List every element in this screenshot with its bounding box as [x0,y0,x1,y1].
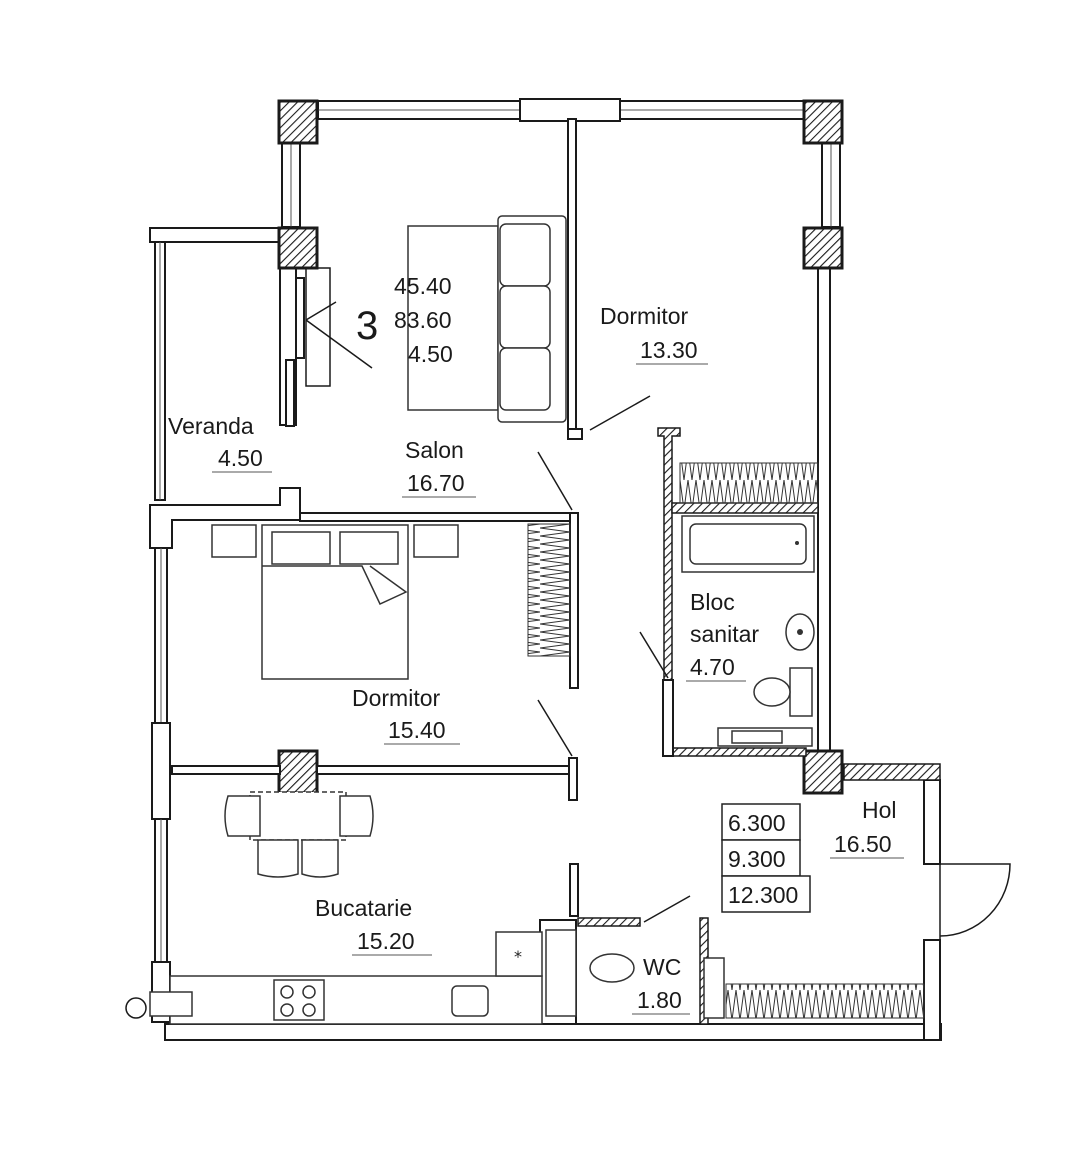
sofa [407,215,567,423]
entry-door[interactable] [939,863,1011,940]
room-area-dormitor-top: 13.30 [640,337,698,363]
room-area-wc: 1.80 [637,987,682,1013]
level-2: 9.300 [728,846,786,872]
closet-dormitor [527,523,571,657]
closet-bathroom [679,462,819,504]
room-name-dormitor-top: Dormitor [600,303,689,329]
boiler [125,997,147,1019]
room-name-hol: Hol [862,797,897,823]
total-area: 83.60 [394,307,452,333]
column [277,226,319,270]
door-swing [537,451,573,511]
column [802,749,844,795]
stove [273,979,325,1021]
room-area-veranda: 4.50 [218,445,263,471]
exterior-walls [149,98,942,1041]
partition-vertical-top [567,118,577,440]
bottom-wall [164,1023,942,1041]
room-name-bucatarie: Bucatarie [315,895,412,921]
hol-top-wall [843,763,941,781]
balcony-area: 4.50 [408,341,453,367]
dining-set [224,791,374,878]
columns [277,99,844,795]
level-3: 12.300 [728,882,798,908]
door-swing [537,699,573,757]
right-wall [817,267,831,753]
room-name-bloc-sanitar-2: sanitar [690,621,759,647]
column [277,99,319,145]
room-name-dormitor-mid: Dormitor [352,685,441,711]
level-1: 6.300 [728,810,786,836]
bathroom-fixtures [681,515,815,747]
room-area-bloc-sanitar: 4.70 [690,654,735,680]
apartment-summary: 3 45.40 83.60 4.50 [356,273,453,367]
room-area-salon: 16.70 [407,470,465,496]
partition-horizontal-mid [299,512,579,522]
column [802,99,844,145]
room-labels: Dormitor 13.30 Veranda 4.50 Salon 16.70 … [168,303,904,1015]
partition-vertical-mid [569,512,579,689]
living-area: 45.40 [394,273,452,299]
room-area-dormitor-mid: 15.40 [388,717,446,743]
kitchen-sink [451,985,489,1017]
wc-fixtures [545,929,725,1019]
veranda-top-wall [149,227,283,243]
partition-horizontal-low [171,765,281,775]
veranda-fixtures [285,267,373,427]
dining-table [249,791,347,841]
wc-toilet [589,953,635,983]
room-area-bucatarie: 15.20 [357,928,415,954]
kitchen-fixtures: * [125,931,543,1025]
column [802,226,844,270]
room-name-wc: WC [643,954,681,980]
door-swing [639,631,669,679]
toilet [753,677,791,707]
apartment-number: 3 [356,304,378,348]
hol-right-wall-lower [923,939,941,1041]
level-marks: 6.300 9.300 12.300 [721,803,811,913]
room-name-veranda: Veranda [168,413,254,439]
room-name-salon: Salon [405,437,464,463]
fridge [495,931,543,977]
svg-text:*: * [514,947,522,966]
bed [211,524,459,680]
room-name-bloc-sanitar-1: Bloc [690,589,735,615]
room-area-hol: 16.50 [834,831,892,857]
closet-hol [725,983,925,1019]
door-swing [643,895,691,923]
column [277,749,319,795]
bathroom-left-wall [657,427,807,757]
hol-right-wall-upper [923,779,941,865]
left-pier [151,722,171,820]
top-wall-pier [519,98,621,122]
door-swing [589,395,651,431]
balcony-door [295,277,305,359]
